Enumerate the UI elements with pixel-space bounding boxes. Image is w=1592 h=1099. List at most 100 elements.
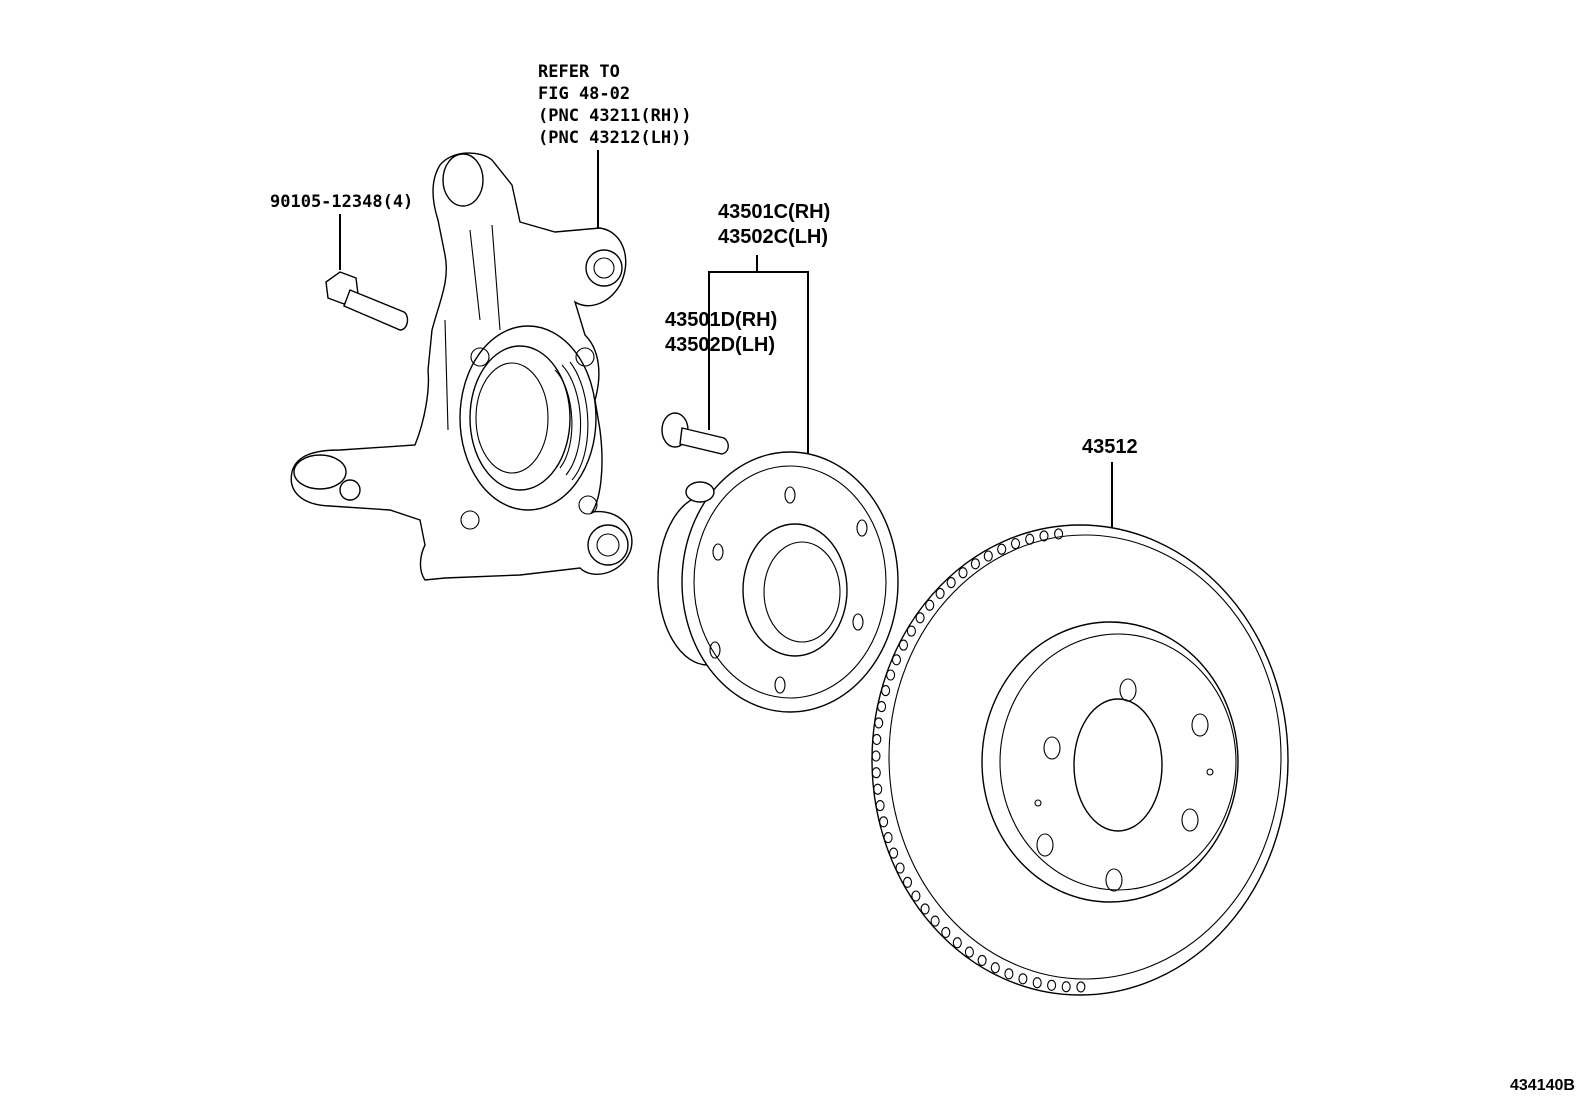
steering-arm-end xyxy=(293,454,347,490)
vane-slot xyxy=(891,654,902,666)
hub-bolt-shank xyxy=(679,427,729,455)
vane-slot xyxy=(1018,973,1028,985)
disc-bolt-hole-2 xyxy=(1191,713,1209,737)
hub-rh-label: 43501C(RH) xyxy=(718,201,830,223)
vane-slot xyxy=(915,612,925,624)
vane-slot xyxy=(883,832,893,844)
hub-bracket-left xyxy=(708,255,758,430)
vane-slot xyxy=(1039,530,1049,542)
refer-line-1: REFER TO xyxy=(538,62,620,82)
vane-slot xyxy=(946,577,956,589)
vane-slot xyxy=(1025,533,1035,545)
vane-slot xyxy=(941,926,951,938)
refer-line-2: FIG 48-02 xyxy=(538,84,630,104)
disc-bolt-hole-5 xyxy=(1036,833,1054,857)
vane-slot xyxy=(889,847,899,859)
knuckle-detail-lines xyxy=(444,224,501,431)
vane-slot xyxy=(872,733,882,745)
disc-cooling-vanes xyxy=(871,528,1086,993)
stud-hole-3 xyxy=(852,613,864,631)
refer-line-3: (PNC 43211(RH)) xyxy=(538,106,692,126)
vane-slot xyxy=(964,946,974,958)
hub-flange-inner-ring xyxy=(693,465,887,699)
vane-slot xyxy=(873,783,883,795)
vane-slot xyxy=(925,599,935,611)
steering-arm-bolt xyxy=(339,479,361,501)
refer-callout: REFER TO FIG 48-02 (PNC 43211(RH)) (PNC … xyxy=(538,62,692,148)
vane-slot xyxy=(1047,979,1057,991)
disc-set-screw-hole-2 xyxy=(1034,799,1042,807)
disc-bolt-hole-4 xyxy=(1105,868,1123,892)
vane-slot xyxy=(871,750,881,762)
vane-slot xyxy=(881,685,891,697)
vane-slot xyxy=(911,890,921,902)
vane-slot xyxy=(906,625,916,637)
vane-slot xyxy=(990,962,1000,974)
vane-slot xyxy=(1010,538,1021,550)
mount-hole-2 xyxy=(578,495,598,515)
bolt-part-label: 90105-12348(4) xyxy=(270,192,413,212)
upper-ball-joint-hole xyxy=(593,257,615,279)
stud-hole-4 xyxy=(774,676,786,694)
knuckle-bore-inner xyxy=(475,362,549,474)
leader-lines xyxy=(339,150,1113,535)
disc-outer-face xyxy=(888,534,1282,980)
mount-hole-1 xyxy=(575,347,595,367)
vane-slot xyxy=(977,954,987,966)
hub-bearing-assembly xyxy=(657,451,899,713)
vane-slot xyxy=(970,558,980,570)
bearing-lh-label: 43502D(LH) xyxy=(665,334,775,356)
vane-slot xyxy=(997,543,1007,555)
stud-hole-2 xyxy=(856,519,868,537)
hub-bolt xyxy=(661,412,729,455)
hub-bracket-right xyxy=(757,271,809,462)
disc-center-bore xyxy=(1073,698,1163,832)
vane-slot xyxy=(935,587,945,599)
vane-slot xyxy=(952,937,962,949)
bearing-rh-label: 43501D(RH) xyxy=(665,309,777,331)
vane-slot xyxy=(930,915,940,927)
sensor-boss xyxy=(685,481,715,503)
upper-ball-joint-boss xyxy=(585,249,623,287)
lower-boss-hole xyxy=(596,533,620,557)
mount-hole-3 xyxy=(470,347,490,367)
vane-slot xyxy=(958,567,968,579)
vane-slot xyxy=(1054,528,1064,540)
vane-slot xyxy=(920,903,930,915)
refer-line-4: (PNC 43212(LH)) xyxy=(538,128,692,148)
vane-slot xyxy=(871,767,881,779)
vane-slot xyxy=(1061,981,1071,993)
steering-knuckle xyxy=(290,152,633,581)
knuckle-bore-mid xyxy=(469,345,571,491)
vane-slot xyxy=(886,669,896,681)
hub-lh-label: 43502C(LH) xyxy=(718,226,828,248)
disc-bolt-hole-3 xyxy=(1181,808,1199,832)
vane-slot xyxy=(895,862,905,874)
vane-slot xyxy=(1032,977,1042,989)
vane-slot xyxy=(983,550,993,562)
vane-slot xyxy=(1076,981,1086,993)
stud-hole-5 xyxy=(709,641,721,659)
brake-disc xyxy=(871,524,1289,996)
disc-part-label: 43512 xyxy=(1082,436,1138,458)
vane-slot xyxy=(902,876,913,888)
mount-hole-4 xyxy=(460,510,480,530)
hub-pilot xyxy=(742,523,848,657)
knuckle-bore-ribs xyxy=(554,361,589,481)
disc-set-screw-hole-1 xyxy=(1206,768,1214,776)
vane-slot xyxy=(875,800,885,812)
vane-slot xyxy=(879,816,889,828)
figure-id: 434140B xyxy=(1510,1077,1575,1094)
bolt-shank xyxy=(343,289,409,331)
lower-boss xyxy=(587,524,629,566)
disc-bolt-hole-6 xyxy=(1043,736,1061,760)
vane-slot xyxy=(877,701,887,713)
hub-pilot-face xyxy=(763,541,841,643)
vane-slot xyxy=(874,717,884,729)
bolt-90105 xyxy=(325,271,409,331)
vane-slot xyxy=(898,639,909,651)
stud-hole-1 xyxy=(784,486,796,504)
disc-bolt-hole-1 xyxy=(1119,678,1137,702)
strut-clamp xyxy=(442,153,484,207)
